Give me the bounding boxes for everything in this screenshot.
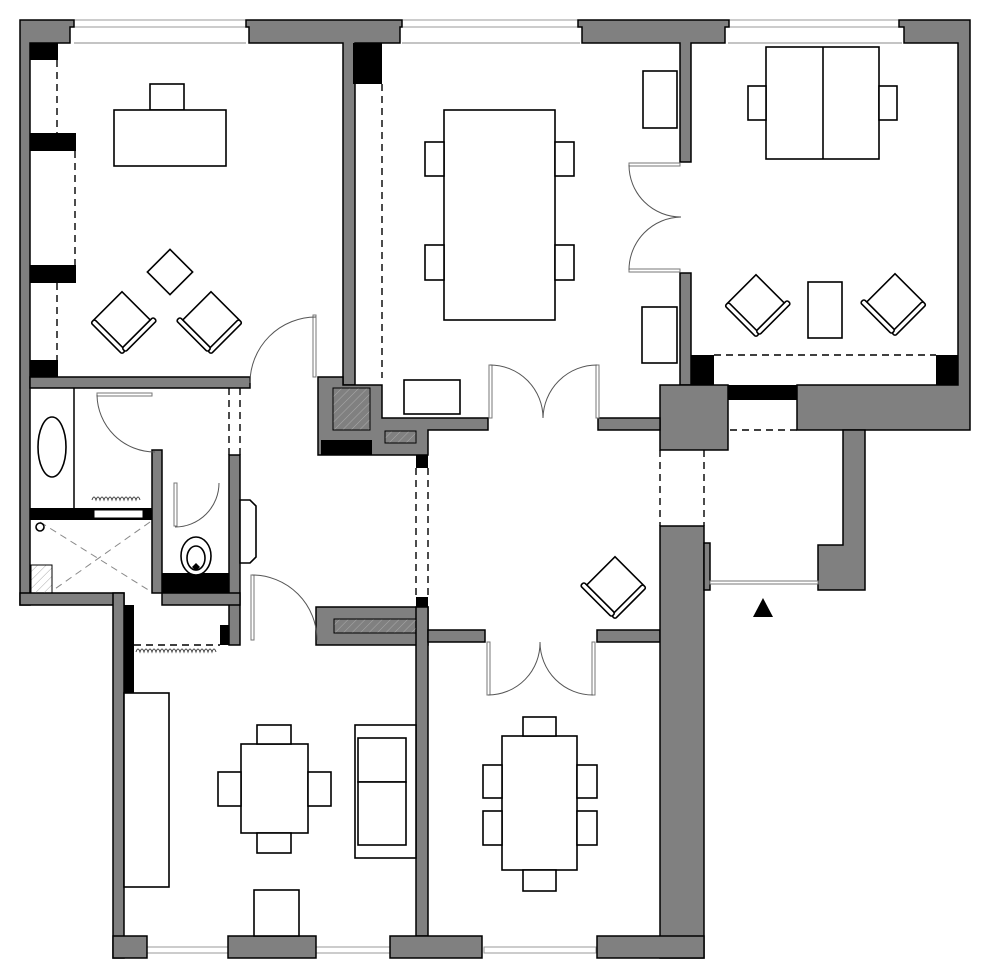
dining-room-furniture [482,716,598,892]
shafts [30,387,417,634]
radiator [91,496,141,502]
office-room-furniture [90,83,243,356]
bathtub [37,416,67,478]
doors[interactable] [96,162,819,696]
lounge-room-furniture [123,692,417,937]
director-room-furniture [724,46,927,339]
meeting-room-furniture [403,70,678,415]
windows [73,19,903,954]
walls [19,19,971,959]
entrance-triangle-icon [753,598,773,617]
hall-armchair [579,553,647,621]
columns [30,43,958,693]
bathroom-fixtures [35,388,257,654]
radiator [135,648,217,654]
